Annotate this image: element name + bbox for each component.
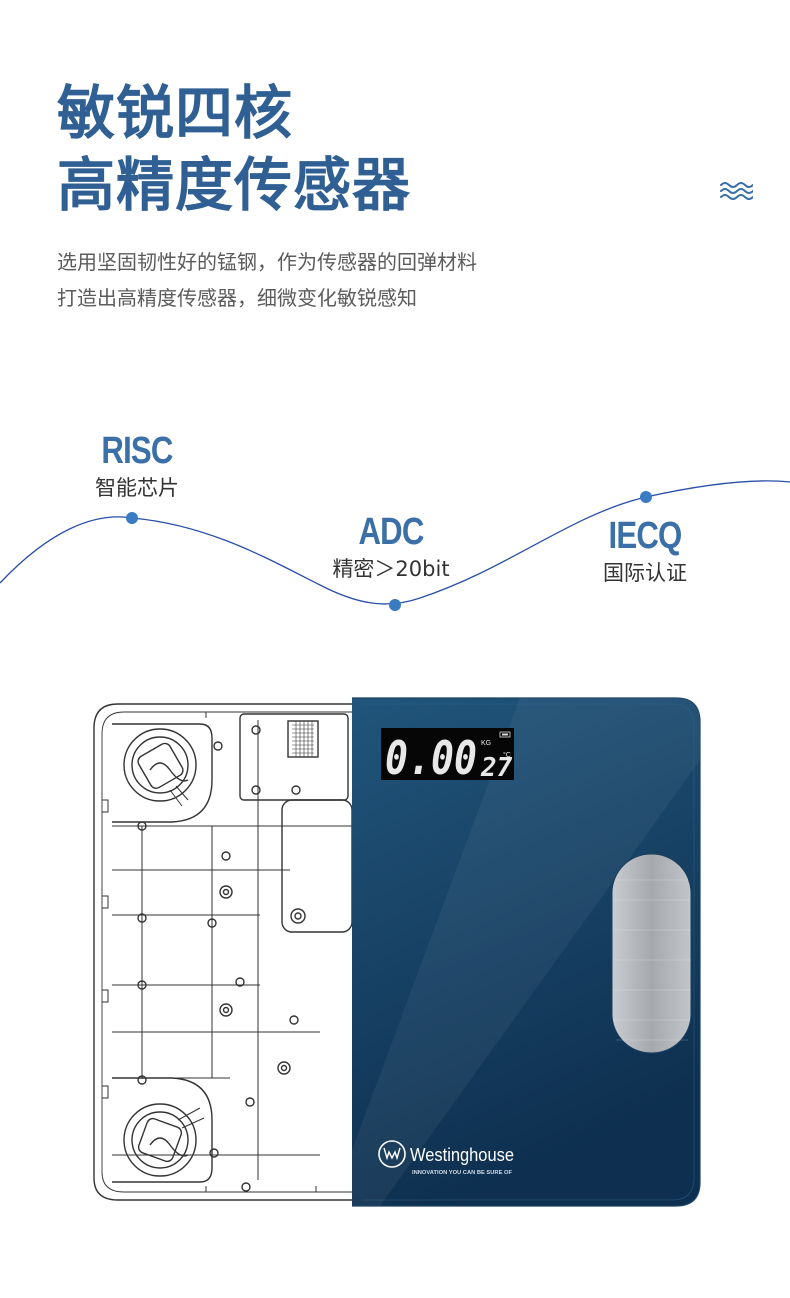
description-line-2: 打造出高精度传感器，细微变化敏锐感知 xyxy=(57,286,417,310)
feature-sub: 智能芯片 xyxy=(95,476,179,500)
feature-key: RISC xyxy=(101,430,173,472)
feature-key: IECQ xyxy=(608,515,683,557)
page-title-line-2: 高精度传感器 xyxy=(57,151,412,219)
feature-curve xyxy=(0,480,790,611)
scale-glass-panel xyxy=(352,697,701,1207)
feature-adc: ADC 精密＞20bit xyxy=(291,513,491,580)
description-line-1: 选用坚固韧性好的锰钢，作为传感器的回弹材料 xyxy=(57,250,477,274)
lcd-weight: 0.00 xyxy=(385,731,477,785)
curve-line xyxy=(0,480,790,605)
wave-lines-icon xyxy=(720,182,753,200)
scale-illustration: 0.00 KG 27 °C Westinghouse INNOVATION YO… xyxy=(93,697,701,1207)
brand-logo-icon xyxy=(378,1140,406,1168)
brand-tagline: INNOVATION YOU CAN BE SURE OF xyxy=(412,1170,513,1176)
lcd-temperature: 27 xyxy=(480,753,513,783)
steel-electrode xyxy=(611,853,692,1054)
lcd-temp-unit: °C xyxy=(503,751,511,759)
curve-dot-iecq xyxy=(640,491,652,503)
brand-name: Westinghouse xyxy=(410,1145,514,1165)
feature-sub: 精密＞20bit xyxy=(332,557,450,581)
feature-sub: 国际认证 xyxy=(603,561,687,585)
brand-block: Westinghouse INNOVATION YOU CAN BE SURE … xyxy=(378,1140,514,1176)
feature-risc: RISC 智能芯片 xyxy=(37,432,237,499)
internal-structure-drawing xyxy=(93,703,353,1201)
page-title-line-1: 敏锐四核 xyxy=(57,79,294,147)
curve-dot-risc xyxy=(126,512,138,524)
lcd-display: 0.00 KG 27 °C xyxy=(381,728,514,785)
feature-iecq: IECQ 国际认证 xyxy=(545,517,745,584)
curve-dot-adc xyxy=(389,599,401,611)
lcd-unit: KG xyxy=(481,740,491,747)
feature-key: ADC xyxy=(358,511,424,553)
